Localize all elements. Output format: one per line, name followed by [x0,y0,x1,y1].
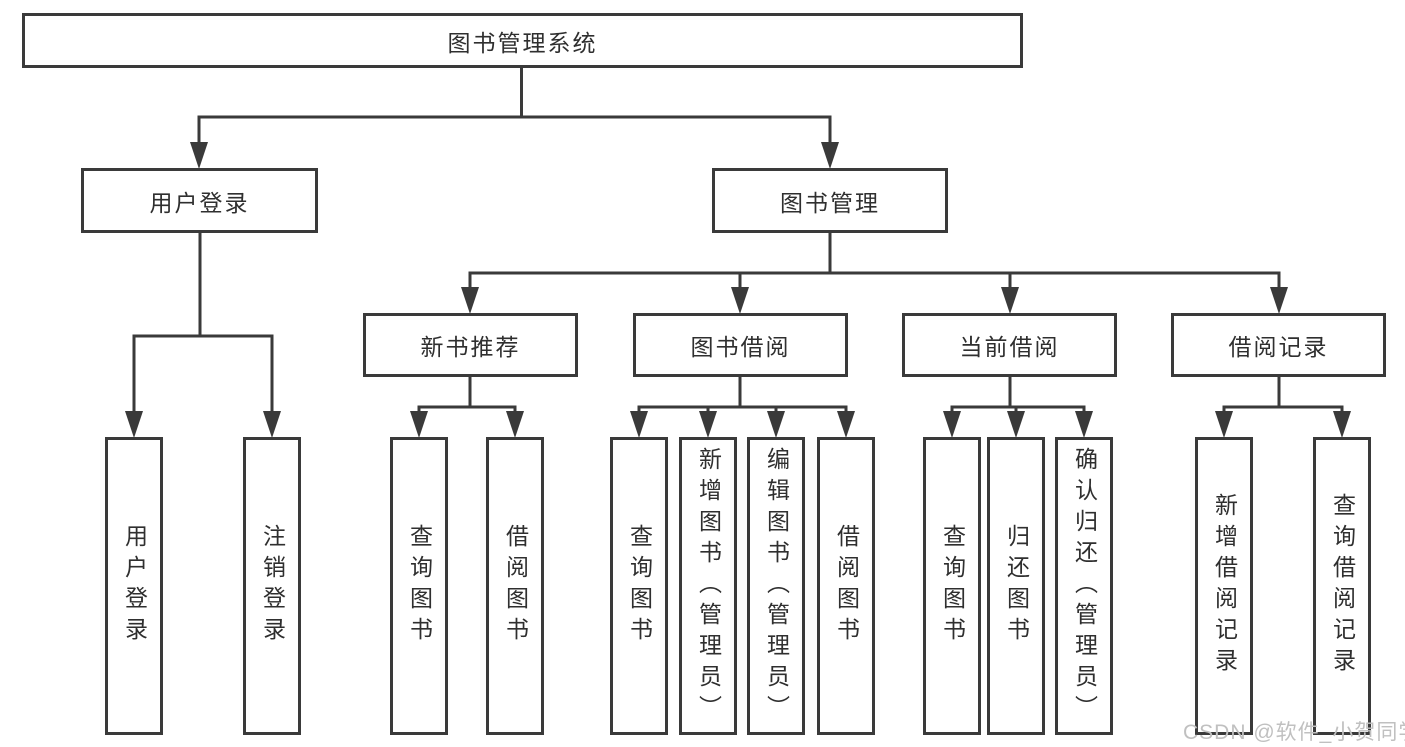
node-current-borrowing: 当前借阅 [902,313,1117,377]
leaf-query-books-recommend: 查询图书 [390,437,448,735]
node-label: 图书管理系统 [447,29,598,56]
leaf-add-borrowing-record: 新增借阅记录 [1195,437,1253,735]
node-label: 当前借阅 [959,334,1060,360]
leaf-user-login: 用户登录 [105,437,163,735]
node-label: 查询借阅记录 [1329,493,1356,679]
node-label: 借阅图书 [502,524,529,648]
node-label: 借阅图书 [833,524,860,648]
leaf-logout: 注销登录 [243,437,301,735]
node-label: 归还图书 [1003,524,1030,648]
node-library-management-system: 图书管理系统 [22,13,1023,68]
node-borrowing-records: 借阅记录 [1171,313,1386,377]
node-label: 编辑图书（管理员） [763,446,790,726]
node-label: 用户登录 [121,524,148,648]
node-label: 查询图书 [939,524,966,648]
node-label: 查询图书 [626,524,653,648]
csdn-watermark: CSDN @软件_小贺同学 [1183,721,1405,744]
node-label: 图书管理 [780,189,880,216]
leaf-query-books-borrowing: 查询图书 [610,437,668,735]
node-label: 新增图书（管理员） [695,446,722,726]
node-label: 借阅记录 [1228,334,1329,360]
leaf-add-books-admin: 新增图书（管理员） [679,437,737,735]
leaf-return-books: 归还图书 [987,437,1045,735]
node-new-book-recommendation: 新书推荐 [363,313,578,377]
leaf-confirm-return-admin: 确认归还（管理员） [1055,437,1113,735]
node-label: 确认归还（管理员） [1071,446,1098,726]
node-label: 图书借阅 [690,334,791,360]
arrowhead-icons [125,142,1351,438]
leaf-borrow-books: 借阅图书 [817,437,875,735]
node-book-borrowing: 图书借阅 [633,313,848,377]
node-label: 新增借阅记录 [1211,493,1238,679]
leaf-query-books-current: 查询图书 [923,437,981,735]
node-label: 新书推荐 [420,334,521,360]
leaf-edit-books-admin: 编辑图书（管理员） [747,437,805,735]
leaf-query-borrowing-record: 查询借阅记录 [1313,437,1371,735]
leaf-borrow-books-recommend: 借阅图书 [486,437,544,735]
node-label: 查询图书 [406,524,433,648]
node-book-management-module: 图书管理 [712,168,948,233]
node-label: 注销登录 [259,524,286,648]
node-label: 用户登录 [149,189,250,216]
node-user-login-module: 用户登录 [81,168,318,233]
